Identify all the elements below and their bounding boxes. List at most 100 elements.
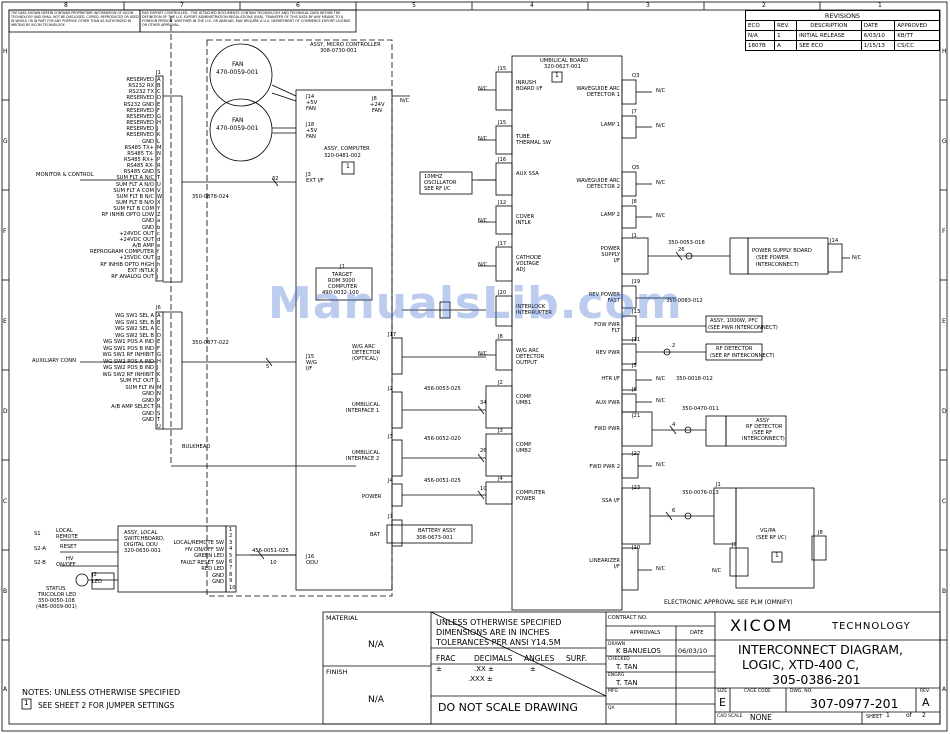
ldu-signal: RED LED: [201, 566, 224, 572]
j7-ref: J7: [388, 514, 393, 520]
grid-row-b-right: B: [942, 588, 947, 595]
j8-v: +24V: [370, 102, 385, 108]
umb-right-ref: J13: [632, 309, 641, 315]
drawn-label: DRAWN: [608, 642, 626, 647]
rev-label: REV.: [920, 689, 930, 694]
tolerance-l1: UNLESS OTHERWISE SPECIFIED: [436, 618, 562, 627]
company-logo-technology: TECHNOLOGY: [832, 621, 911, 632]
led-l3: 350-0050-108: [38, 598, 75, 604]
j3-label: EXT I/F: [306, 178, 324, 184]
osc-l2: OSCILLATOR: [424, 180, 457, 186]
battery-l2: 308-0673-001: [416, 535, 453, 541]
rev-cable: 350-0083-012: [666, 298, 703, 304]
umb-right-label: REV PWR: [596, 350, 620, 356]
j6-signal: WG SW2 POS B IND: [103, 365, 154, 371]
nc-vgpa: N/C: [712, 568, 722, 574]
rfdet-cable: 350-0018-012: [676, 376, 713, 382]
umb-left-label: BOARD I/F: [516, 86, 543, 92]
fwd-n: 4: [672, 422, 676, 428]
umb-right-ref: J8: [632, 199, 637, 205]
drawing-title-l1: INTERCONNECT DIAGRAM,: [738, 642, 903, 657]
umb-right-ref: J6: [632, 387, 637, 393]
j8-ref: J8: [372, 96, 377, 102]
j6-signal: WG SW2 SEL A: [115, 326, 154, 332]
j3b-ref: J3: [388, 434, 393, 440]
j18-fan: FAN: [306, 134, 316, 140]
j1-pin: D: [157, 95, 161, 102]
j1-signal: GND: [142, 224, 154, 231]
target-rom-l4: 490-0032-100: [322, 290, 359, 296]
rev-cell: 1: [774, 30, 798, 41]
j6-ref: J6: [156, 305, 161, 311]
umb2-l1: UMBILICAL: [352, 450, 380, 456]
umb1-l2: INTERFACE 1: [346, 408, 380, 414]
vgpa-j8: J8: [818, 530, 823, 536]
size-label: SIZE: [717, 689, 728, 694]
j1-pin: j: [157, 273, 159, 280]
tol-dec-val2: .XXX ±: [468, 675, 493, 683]
j6-pin: E: [157, 339, 161, 345]
notes-title: NOTES: UNLESS OTHERWISE SPECIFIED: [22, 688, 181, 697]
j6-wire-count: 5: [266, 364, 270, 370]
psb-l1: POWER SUPPLY BOARD: [752, 248, 812, 254]
j6-pin: J: [157, 365, 159, 371]
rev-header-approved: APPROVED: [894, 20, 940, 31]
umb-right-label: FWD PWR: [594, 426, 620, 432]
cable3-pn: 456-0051-025: [424, 478, 461, 484]
j1-signal: +24VDC OUT: [119, 230, 154, 237]
revisions-title: REVISIONS: [745, 10, 940, 21]
j1-signal: RS232 TX: [128, 89, 154, 96]
psb-l3: INTERCONNECT): [756, 262, 799, 268]
rev-cell: N/A: [744, 30, 776, 41]
j6-signal: SUM FLT OUT: [119, 378, 154, 384]
tolerance-l2: DIMENSIONS ARE IN INCHES: [436, 628, 550, 637]
checked-label: CHECKED: [608, 657, 630, 662]
date-label: DATE: [690, 630, 704, 636]
rev-cell: 6/03/10: [860, 30, 896, 41]
umb-right-ref: J10: [632, 545, 641, 551]
umb-right-ref: J21: [632, 413, 641, 419]
j1-pin: J: [157, 126, 159, 133]
bat-label: BAT: [370, 532, 380, 538]
j6-pin: K: [157, 371, 161, 378]
umb-right-ref: J1: [632, 233, 637, 239]
umb-left-label: OUTPUT: [516, 360, 538, 366]
j2-ref: J2: [388, 386, 393, 392]
rfdet-l1: RF DETECTOR: [716, 346, 753, 352]
j6-signal: WG SW2 RF INHIBIT: [102, 371, 154, 378]
umb-left-ref: J12: [498, 200, 507, 206]
umb1-l1: UMBILICAL: [352, 402, 380, 408]
sheet-label: SHEET: [866, 714, 883, 720]
revisions-table: REVISIONS ECO REV. DESCRIPTION DATE APPR…: [744, 10, 940, 51]
nc-j15: N/C: [478, 86, 488, 92]
umb-left-label: UMB1: [516, 400, 532, 406]
j6-pin: U: [157, 423, 161, 430]
tol-col-angles: ANGLES: [524, 654, 555, 663]
proprietary-notice: THE DATA SHOWN HEREIN CONTAINS PROPRIETA…: [11, 11, 139, 27]
led-l2: TRICOLOR LED: [38, 592, 77, 598]
j14-ref: J14: [306, 94, 315, 100]
umb-right-label: AUX PWR: [595, 400, 620, 406]
j1-signal: SUM FLT B N/O: [115, 200, 154, 206]
j6-signal: WG SW1 POS A IND: [103, 339, 154, 345]
tolerance-l3: TOLERANCES PER ANSI Y14.5M: [436, 638, 561, 647]
pfc-l2: (SEE PWR INTERCONNECT): [708, 325, 778, 331]
j1-wire-count: 32: [272, 176, 279, 182]
grid-row-a: A: [3, 686, 8, 693]
j6-pin: T: [157, 417, 161, 423]
fan2-label: FAN: [232, 117, 244, 124]
switch-s2a: S2-A: [34, 546, 46, 552]
j1-signal: GND: [142, 218, 154, 225]
computer-title: ASSY, COMPUTER: [324, 146, 370, 152]
j8-nc: N/C: [400, 98, 410, 104]
umb-right-ref: J19: [632, 279, 641, 285]
umb-left-ref: J3: [498, 428, 503, 434]
notes-item-text: SEE SHEET 2 FOR JUMPER SETTINGS: [38, 701, 175, 710]
j6-pin: N: [157, 391, 161, 397]
mfg-label: MFG: [608, 689, 618, 694]
bulkhead-label: BULKHEAD: [182, 444, 211, 450]
j6-signal: WG SW1 POS B IND: [103, 345, 154, 352]
switch-s1-l1: LOCAL: [56, 528, 73, 534]
nc-j8: N/C: [478, 351, 488, 357]
